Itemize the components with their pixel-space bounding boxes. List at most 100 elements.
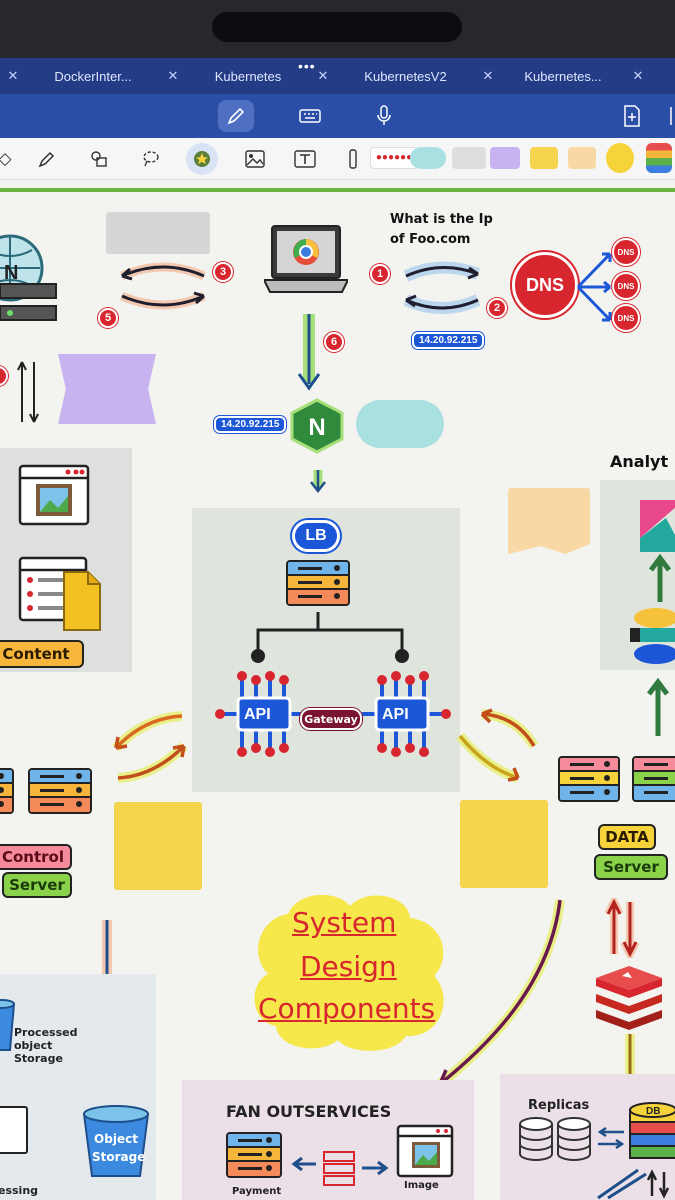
sticker-peach[interactable]	[568, 147, 596, 169]
sticker-purple[interactable]	[490, 147, 520, 169]
camera-notch	[212, 12, 462, 42]
load-balancer-panel	[192, 508, 460, 792]
updown-arrows-left	[17, 361, 39, 423]
data-server-icon-1	[558, 756, 620, 802]
sync-arrows-dns	[403, 261, 481, 314]
close-icon[interactable]: ✕	[632, 68, 644, 83]
title-line-3: Components	[258, 992, 436, 1025]
primary-db-icon	[629, 1102, 675, 1159]
cursor-icon[interactable]: ◇	[0, 149, 12, 168]
image-label: Image	[404, 1180, 439, 1191]
step-badge-partial	[0, 366, 8, 386]
eraser-icon[interactable]	[340, 146, 366, 172]
payment-server-icon	[226, 1132, 282, 1178]
tab-kubernetesv2[interactable]: ✕ KubernetesV2	[310, 58, 475, 94]
server-label-left: Server	[2, 872, 72, 898]
ip-address-top: 14.20.92.215	[412, 332, 485, 349]
tab-more-icon[interactable]: •••	[298, 58, 316, 74]
lb-branch-lines	[251, 612, 409, 663]
tab-kubernetes-2[interactable]: ✕ Kubernetes...	[475, 58, 625, 94]
shapes-icon[interactable]	[86, 146, 112, 172]
processing-icon	[0, 1106, 28, 1154]
replica-db-icons	[519, 1117, 591, 1161]
divider-line	[0, 188, 675, 192]
short-down-arrow	[310, 470, 326, 494]
server-label-right: Server	[594, 854, 668, 880]
peach-sticky	[508, 488, 590, 554]
close-icon[interactable]: ✕	[317, 68, 329, 83]
step-badge-2: 2	[487, 298, 507, 318]
bucket-icon-small	[0, 999, 16, 1051]
dns-branch-arrows	[576, 252, 612, 322]
whiteboard-canvas[interactable]: N 3 5 What is the Ip of Foo.com 1 2 14.2…	[0, 180, 675, 1200]
tab-kubernetes[interactable]: ✕ Kubernetes	[160, 58, 310, 94]
sticker-teal[interactable]	[410, 147, 446, 169]
sticker-gray[interactable]	[452, 147, 486, 169]
mic-icon[interactable]	[370, 102, 398, 130]
object-storage-label: Object Storage	[92, 1132, 146, 1164]
up-arrow-analytics-2	[647, 678, 669, 736]
text-icon[interactable]	[292, 146, 318, 172]
api-chip-right	[362, 671, 451, 757]
dns-node-3: DNS	[612, 304, 640, 332]
note-toolbar	[0, 94, 675, 138]
sticker-tool-icon[interactable]	[186, 143, 218, 175]
sync-arrows-orange-right	[456, 708, 539, 783]
tab-label: KubernetesV2	[364, 68, 447, 84]
image-icon[interactable]	[242, 146, 268, 172]
down-arrow-green	[297, 314, 321, 391]
processed-storage-label: Processed object Storage	[14, 1026, 78, 1065]
tab-overflow[interactable]: ✕	[625, 58, 675, 94]
close-icon[interactable]: ✕	[482, 68, 494, 83]
yellow-sticky-right	[460, 800, 548, 888]
api-right-label: API	[382, 706, 409, 723]
dns-node-1: DNS	[612, 238, 640, 266]
elastic-icon	[630, 608, 675, 664]
tab-label: DockerInter...	[54, 68, 132, 84]
device-bezel	[0, 0, 675, 60]
teal-pill-sticky	[356, 400, 444, 448]
web-server-illustration	[0, 228, 60, 338]
keyboard-icon[interactable]	[296, 102, 324, 130]
sticker-badge[interactable]	[606, 143, 634, 173]
replica-arrows	[597, 1126, 625, 1150]
step-badge-1: 1	[370, 264, 390, 284]
dns-question-text: What is the Ip of Foo.com	[390, 212, 493, 247]
sync-arrows-left	[120, 262, 206, 310]
control-server-icon-1	[0, 768, 14, 814]
analytics-label: Analyt	[610, 452, 669, 471]
image-service-icon	[396, 1124, 454, 1178]
title-line-1: System	[292, 906, 397, 939]
new-page-icon[interactable]	[618, 102, 646, 130]
pencil-icon[interactable]	[34, 146, 60, 172]
drawing-tools: ◇ ●●●●●●	[0, 138, 675, 180]
title-cloud	[254, 894, 444, 1051]
payment-label: Payment	[232, 1186, 282, 1197]
object-storage-bucket	[82, 1105, 150, 1177]
gateway-label: Gateway	[300, 708, 362, 730]
sync-arrows-orange-left	[112, 711, 188, 783]
purple-sticky	[58, 354, 156, 424]
yellow-sticky-left	[114, 802, 202, 890]
close-icon[interactable]: ✕	[167, 68, 179, 83]
more-icon[interactable]	[660, 102, 675, 130]
dns-node-2: DNS	[612, 272, 640, 300]
step-badge-6: 6	[324, 332, 344, 352]
tab-label: Kubernetes...	[524, 68, 602, 84]
sticker-db-stack[interactable]	[646, 143, 672, 173]
api-left-label: API	[244, 706, 271, 723]
up-arrow-analytics-1	[649, 554, 671, 602]
bottom-diagonal-arrows	[597, 1168, 670, 1200]
folder-icon	[63, 571, 101, 631]
pen-icon[interactable]	[218, 100, 254, 132]
tab-label: Kubernetes	[214, 68, 282, 84]
sticker-yellow[interactable]	[530, 147, 558, 169]
redis-icon	[596, 966, 662, 1030]
tab-dockerinter[interactable]: ✕ DockerInter...	[0, 58, 160, 94]
ip-address-nginx: 14.20.92.215	[214, 416, 287, 433]
lasso-icon[interactable]	[138, 146, 164, 172]
close-icon[interactable]: ✕	[7, 68, 19, 83]
step-badge-5: 5	[98, 308, 118, 328]
lb-label: LB	[292, 520, 340, 552]
db-label: DB	[646, 1106, 661, 1117]
